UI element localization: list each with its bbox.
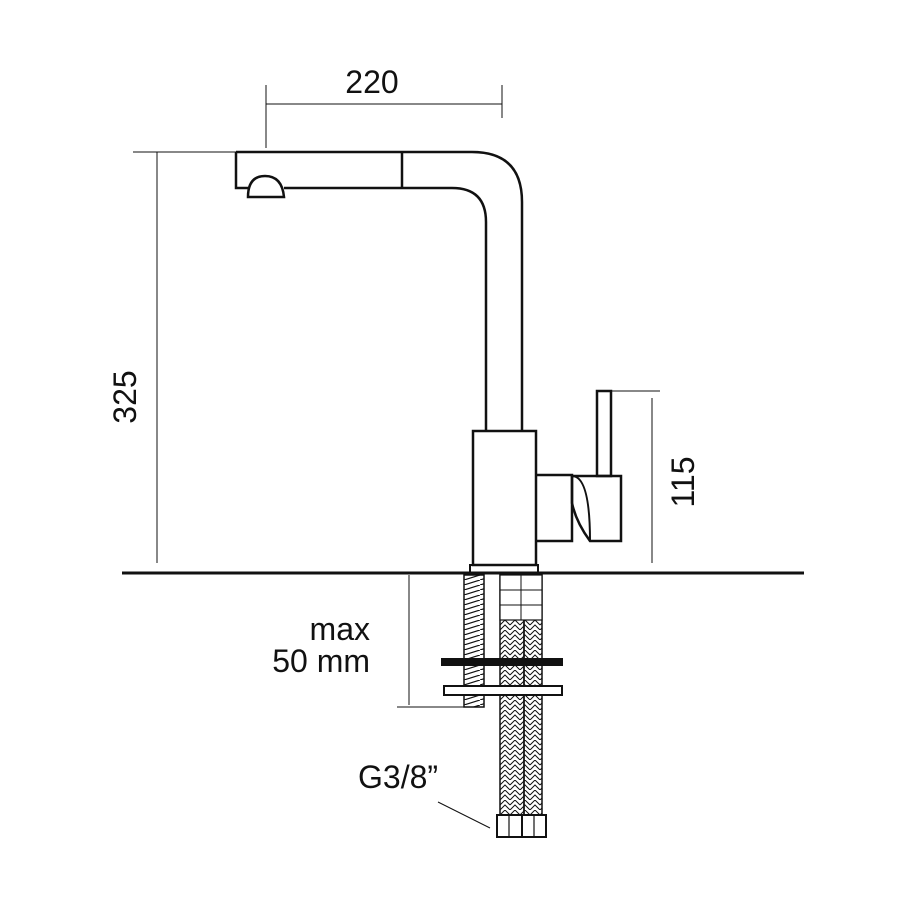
faucet	[234, 150, 623, 574]
faucet-body	[471, 429, 538, 567]
washer-plate	[443, 685, 563, 696]
reach-label: 220	[345, 64, 398, 100]
lever-height-label: 115	[665, 456, 701, 507]
lever-handle	[595, 389, 613, 478]
rubber-gasket	[441, 658, 563, 666]
thickness-value-label: 50 mm	[272, 643, 370, 679]
lever-height-dimension: 115	[612, 390, 701, 563]
under-counter-assembly	[441, 574, 563, 838]
hose-collar-detail	[500, 575, 542, 620]
thread-leader-line	[437, 801, 491, 829]
max-label: max	[310, 611, 370, 647]
height-dimension: 325	[107, 151, 236, 563]
reach-dimension: 220	[265, 64, 503, 148]
max-thickness-dimension: max 50 mm	[272, 575, 466, 708]
aerator	[246, 174, 286, 199]
connection-callout: G3/8”	[358, 759, 491, 829]
height-label: 325	[107, 370, 143, 423]
thread-label: G3/8”	[358, 759, 438, 795]
faucet-spout	[234, 150, 524, 431]
base-ring	[469, 564, 539, 574]
threaded-rod	[463, 574, 485, 708]
lever-cartridge-detail	[571, 475, 591, 542]
lever-cartridge	[570, 474, 623, 543]
lever-hub	[536, 473, 574, 543]
